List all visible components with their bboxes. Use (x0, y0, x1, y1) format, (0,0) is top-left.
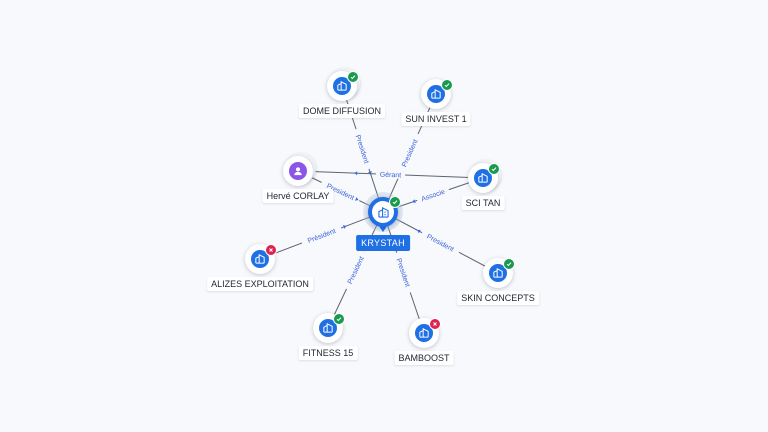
center-node-label[interactable]: KRYSTAH (356, 235, 410, 251)
active-status-icon (333, 313, 345, 325)
edge-label: President (347, 256, 366, 286)
edge-label-background (415, 184, 451, 205)
edge-label-background (420, 228, 462, 256)
building-icon (372, 201, 394, 223)
node-label[interactable]: FITNESS 15 (298, 346, 358, 360)
node-label[interactable]: SCI TAN (461, 196, 505, 210)
active-status-icon (441, 79, 453, 91)
person-icon (289, 162, 307, 180)
edge-label-background (393, 251, 415, 294)
edge-arrow-icon (342, 225, 347, 229)
edge-arrow-icon (354, 171, 358, 176)
active-status-icon (389, 196, 401, 208)
edge-arrow-icon (354, 197, 359, 201)
building-icon (319, 319, 337, 337)
edge-arrow-icon (417, 229, 421, 234)
active-status-icon (347, 71, 359, 83)
building-icon (415, 324, 433, 342)
edge-label: Gérant (380, 172, 402, 180)
node-label[interactable]: ALIZES EXPLOITATION (207, 277, 313, 291)
building-icon (251, 250, 269, 268)
closed-status-icon (265, 244, 277, 256)
edge-label-background (300, 223, 343, 247)
building-icon (474, 169, 492, 187)
building-icon (333, 77, 351, 95)
building-icon (489, 264, 507, 282)
node-label[interactable]: Hervé CORLAY (262, 189, 334, 203)
closed-status-icon (429, 318, 441, 330)
node-label[interactable]: BAMBOOST (394, 351, 454, 365)
edge-label-background (396, 131, 422, 174)
edge-herve-scitan: Gérant (297, 168, 484, 180)
building-icon (427, 85, 445, 103)
node-label[interactable]: SKIN CONCEPTS (457, 291, 539, 305)
node-label[interactable]: DOME DIFFUSION (299, 104, 385, 118)
center-node-pointer (377, 223, 389, 232)
edge-label-background (375, 168, 406, 180)
edge-label-background (352, 127, 374, 171)
active-status-icon (503, 258, 515, 270)
edge-label-background (342, 248, 369, 291)
active-status-icon (488, 163, 500, 175)
edge-label-background (319, 177, 362, 205)
node-label[interactable]: SUN INVEST 1 (401, 112, 471, 126)
edge-arrow-icon (412, 199, 416, 204)
